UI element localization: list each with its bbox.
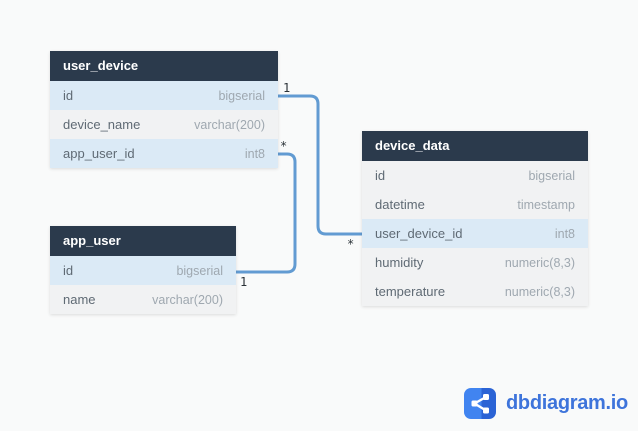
table-header-user_device[interactable]: user_device [50, 51, 278, 81]
field-type: bigserial [218, 88, 265, 103]
field-name: datetime [375, 197, 425, 212]
field-row-device_data-temperature[interactable]: temperature numeric(8,3) [362, 277, 588, 306]
relationship-app_user-id--user_device-app_user_id[interactable] [236, 152, 297, 274]
field-type: numeric(8,3) [504, 284, 575, 299]
field-type: int8 [244, 146, 265, 161]
field-name: id [63, 263, 74, 278]
field-type: bigserial [528, 168, 575, 183]
field-row-device_data-datetime[interactable]: datetime timestamp [362, 190, 588, 219]
field-type: numeric(8,3) [504, 255, 575, 270]
table-header-app_user[interactable]: app_user [50, 226, 236, 256]
field-name: name [63, 292, 96, 307]
field-row-device_data-humidity[interactable]: humidity numeric(8,3) [362, 248, 588, 277]
field-row-app_user-name[interactable]: name varchar(200) [50, 285, 236, 314]
field-row-user_device-device_name[interactable]: device_name varchar(200) [50, 110, 278, 139]
field-name: device_name [63, 117, 141, 132]
field-type: varchar(200) [152, 292, 223, 307]
field-name: humidity [375, 255, 424, 270]
dbdiagram-watermark-link[interactable]: dbdiagram.io [464, 388, 628, 419]
field-type: timestamp [517, 197, 575, 212]
field-row-device_data-user_device_id[interactable]: user_device_id int8 [362, 219, 588, 248]
field-type: bigserial [176, 263, 223, 278]
cardinality-label: 1 [283, 81, 290, 95]
field-name: id [63, 88, 74, 103]
cardinality-label: * [347, 237, 354, 251]
relationship-user_device-id--device_data-user_device_id[interactable] [278, 94, 362, 236]
cardinality-label: * [280, 139, 287, 153]
field-name: user_device_id [375, 226, 463, 241]
field-row-user_device-app_user_id[interactable]: app_user_id int8 [50, 139, 278, 168]
field-name: app_user_id [63, 146, 135, 161]
field-name: temperature [375, 284, 446, 299]
share-nodes-icon [464, 388, 496, 419]
table-header-device_data[interactable]: device_data [362, 131, 588, 161]
field-name: id [375, 168, 386, 183]
watermark-text: dbdiagram.io [506, 392, 628, 414]
field-type: int8 [554, 226, 575, 241]
field-row-app_user-id[interactable]: id bigserial [50, 256, 236, 285]
cardinality-label: 1 [240, 275, 247, 289]
field-row-user_device-id[interactable]: id bigserial [50, 81, 278, 110]
field-type: varchar(200) [194, 117, 265, 132]
field-row-device_data-id[interactable]: id bigserial [362, 161, 588, 190]
